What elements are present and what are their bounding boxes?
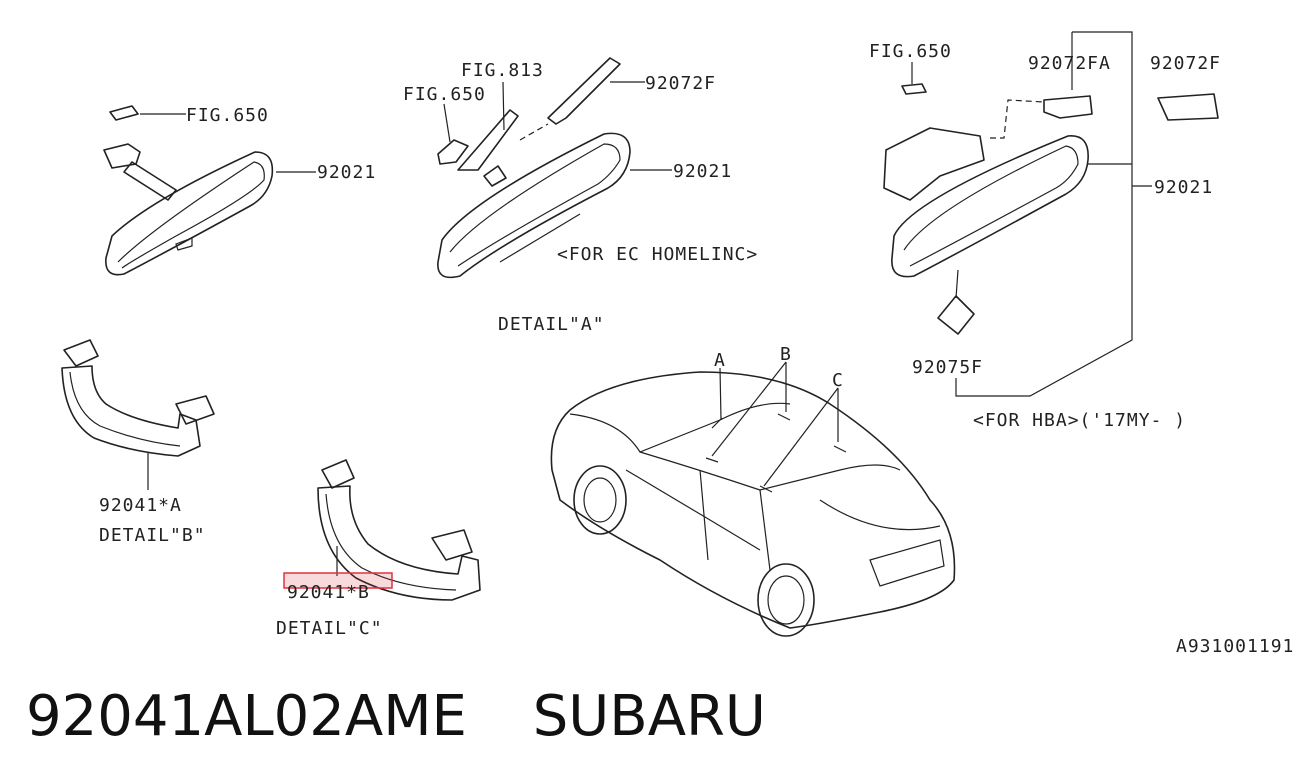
label-fig650-mid: FIG.650 bbox=[403, 84, 486, 105]
label-detail-c: DETAIL"C" bbox=[276, 618, 383, 639]
label-92072f-right: 92072F bbox=[1150, 53, 1221, 74]
label-92072f-mid: 92072F bbox=[645, 73, 716, 94]
highlight-box bbox=[283, 572, 393, 589]
label-92021-right: 92021 bbox=[1154, 177, 1213, 198]
label-92021-left: 92021 bbox=[317, 162, 376, 183]
label-92041a: 92041*A bbox=[99, 495, 182, 516]
label-92041b: 92041*B bbox=[287, 582, 370, 603]
label-for-ec-homelinc: <FOR EC HOMELINC> bbox=[557, 244, 758, 265]
label-detail-a: DETAIL"A" bbox=[498, 314, 605, 335]
mirror-standard bbox=[103, 105, 316, 276]
label-detail-b: DETAIL"B" bbox=[99, 525, 206, 546]
mirror-ec-homelinc bbox=[437, 57, 672, 279]
footer-part-number: 92041AL02AME bbox=[26, 684, 467, 749]
footer-title: 92041AL02AME SUBARU bbox=[26, 684, 766, 749]
label-for-hba: <FOR HBA>('17MY- ) bbox=[973, 410, 1186, 431]
assist-grip-detail-b bbox=[61, 339, 215, 490]
label-fig813: FIG.813 bbox=[461, 60, 544, 81]
drawing-code: A931001191 bbox=[1176, 636, 1294, 657]
car-illustration bbox=[550, 361, 956, 637]
label-92075f: 92075F bbox=[912, 357, 983, 378]
callout-b: B bbox=[780, 344, 792, 365]
assist-grip-detail-c bbox=[317, 459, 481, 601]
callout-a: A bbox=[714, 350, 726, 371]
callout-c: C bbox=[832, 370, 844, 391]
label-fig650-left: FIG.650 bbox=[186, 105, 269, 126]
footer-brand: SUBARU bbox=[532, 684, 766, 749]
label-92072fa: 92072FA bbox=[1028, 53, 1111, 74]
label-92021-mid: 92021 bbox=[673, 161, 732, 182]
label-fig650-right: FIG.650 bbox=[869, 41, 952, 62]
mirror-hba bbox=[883, 31, 1219, 397]
